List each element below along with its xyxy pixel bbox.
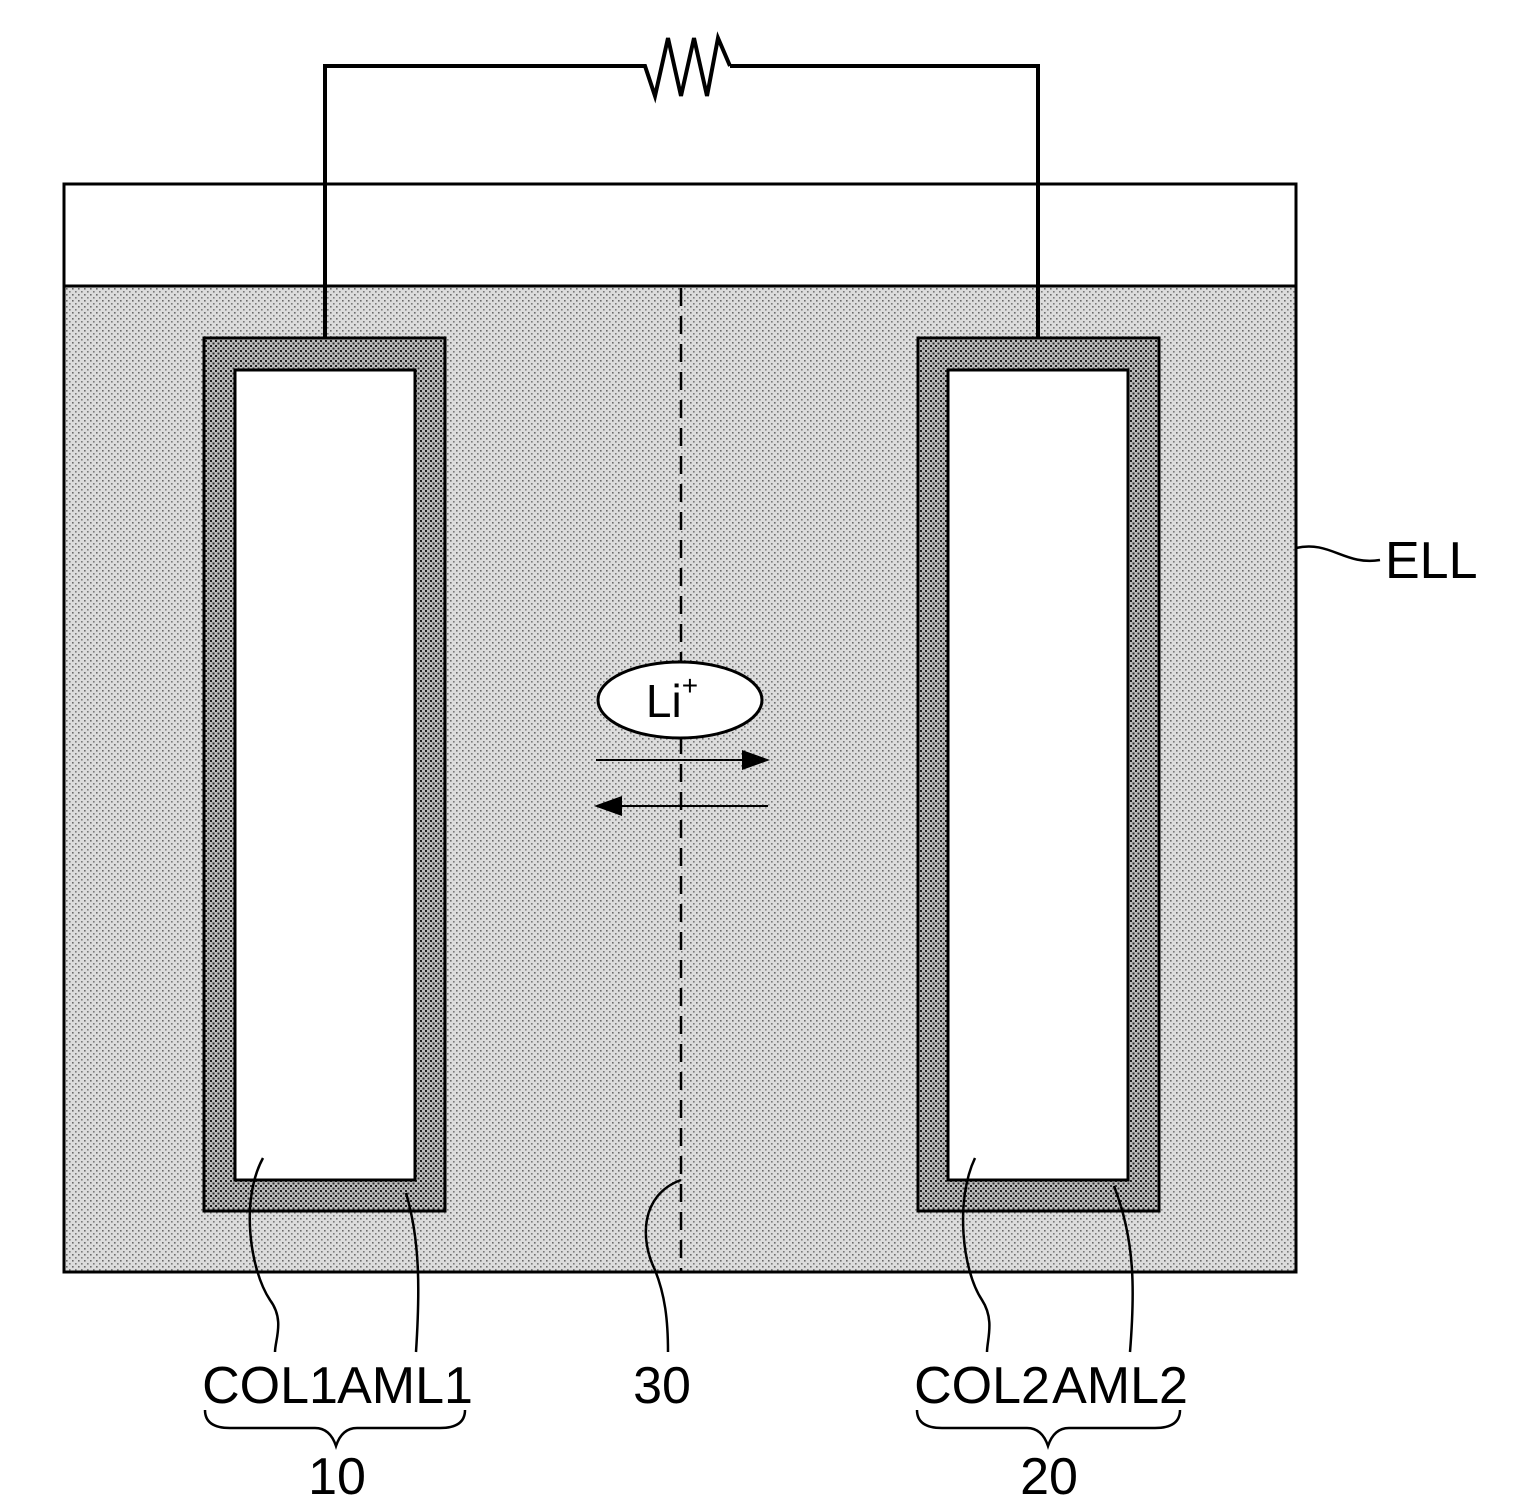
current-collector-2 (948, 370, 1128, 1180)
leader-ell (1296, 546, 1380, 560)
electrode-1-group-label: 10 (308, 1448, 366, 1506)
collector-1-label: COL1 (202, 1357, 338, 1415)
current-collector-1 (235, 370, 415, 1180)
active-layer-2-label: AML2 (1052, 1357, 1188, 1415)
resistor-icon (630, 38, 730, 96)
brace-electrode-1 (205, 1410, 465, 1446)
brace-electrode-2 (917, 1410, 1180, 1446)
electrode-1 (204, 338, 445, 1211)
separator-label: 30 (633, 1357, 691, 1415)
electrode-2-group-label: 20 (1020, 1448, 1078, 1506)
lithium-ion: Li+ (598, 662, 762, 738)
electrode-2 (918, 338, 1159, 1211)
electrolyte-label: ELL (1385, 532, 1478, 590)
collector-2-label: COL2 (914, 1357, 1050, 1415)
cell-container-top (64, 184, 1296, 286)
active-layer-1-label: AML1 (337, 1357, 473, 1415)
